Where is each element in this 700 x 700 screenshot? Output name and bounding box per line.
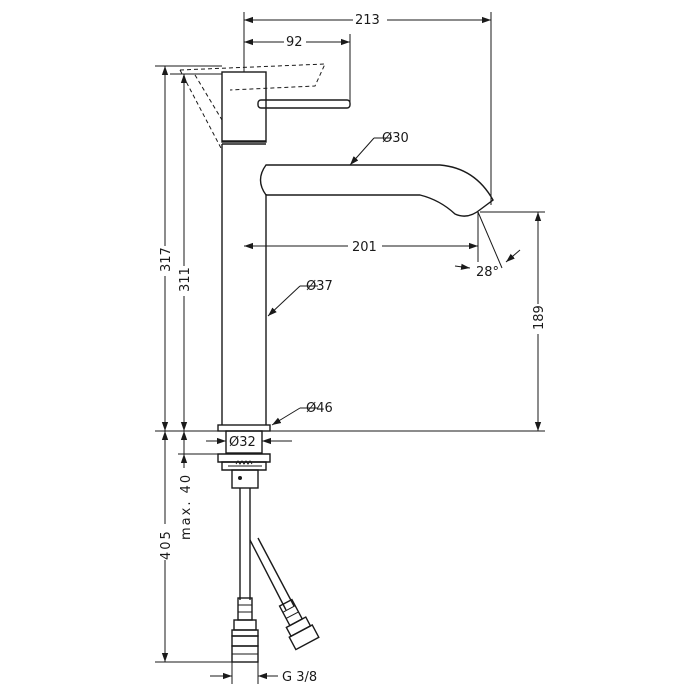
dim-base-diameter: Ø46 (306, 401, 333, 416)
dim-hose-length: 405 (159, 529, 174, 560)
handle-rotation-outline (179, 63, 326, 151)
faucet-handle (257, 99, 351, 109)
dim-body-height: 311 (178, 267, 193, 292)
dim-spout-reach: 201 (352, 240, 377, 255)
dim-handle-reach: 92 (286, 35, 303, 50)
hoses (231, 488, 320, 663)
dim-spout-angle: 28° (476, 265, 499, 280)
dim-shank-diameter: Ø32 (229, 435, 256, 450)
dim-connection-thread: G 3/8 (282, 670, 317, 685)
dim-max-deck: max. 40 (179, 473, 194, 540)
dim-spout-height: 189 (532, 305, 547, 330)
dim-spout-diameter: Ø30 (382, 131, 409, 146)
dim-body-diameter: Ø37 (306, 279, 333, 294)
dimension-labels: 213 92 Ø30 201 28° Ø37 Ø46 Ø32 G 3/8 317… (156, 10, 548, 685)
dimension-lines (155, 12, 545, 684)
dim-overall-reach: 213 (355, 13, 380, 28)
dim-total-height: 317 (159, 247, 174, 272)
faucet-spout (259, 164, 494, 217)
faucet-body (217, 71, 271, 432)
